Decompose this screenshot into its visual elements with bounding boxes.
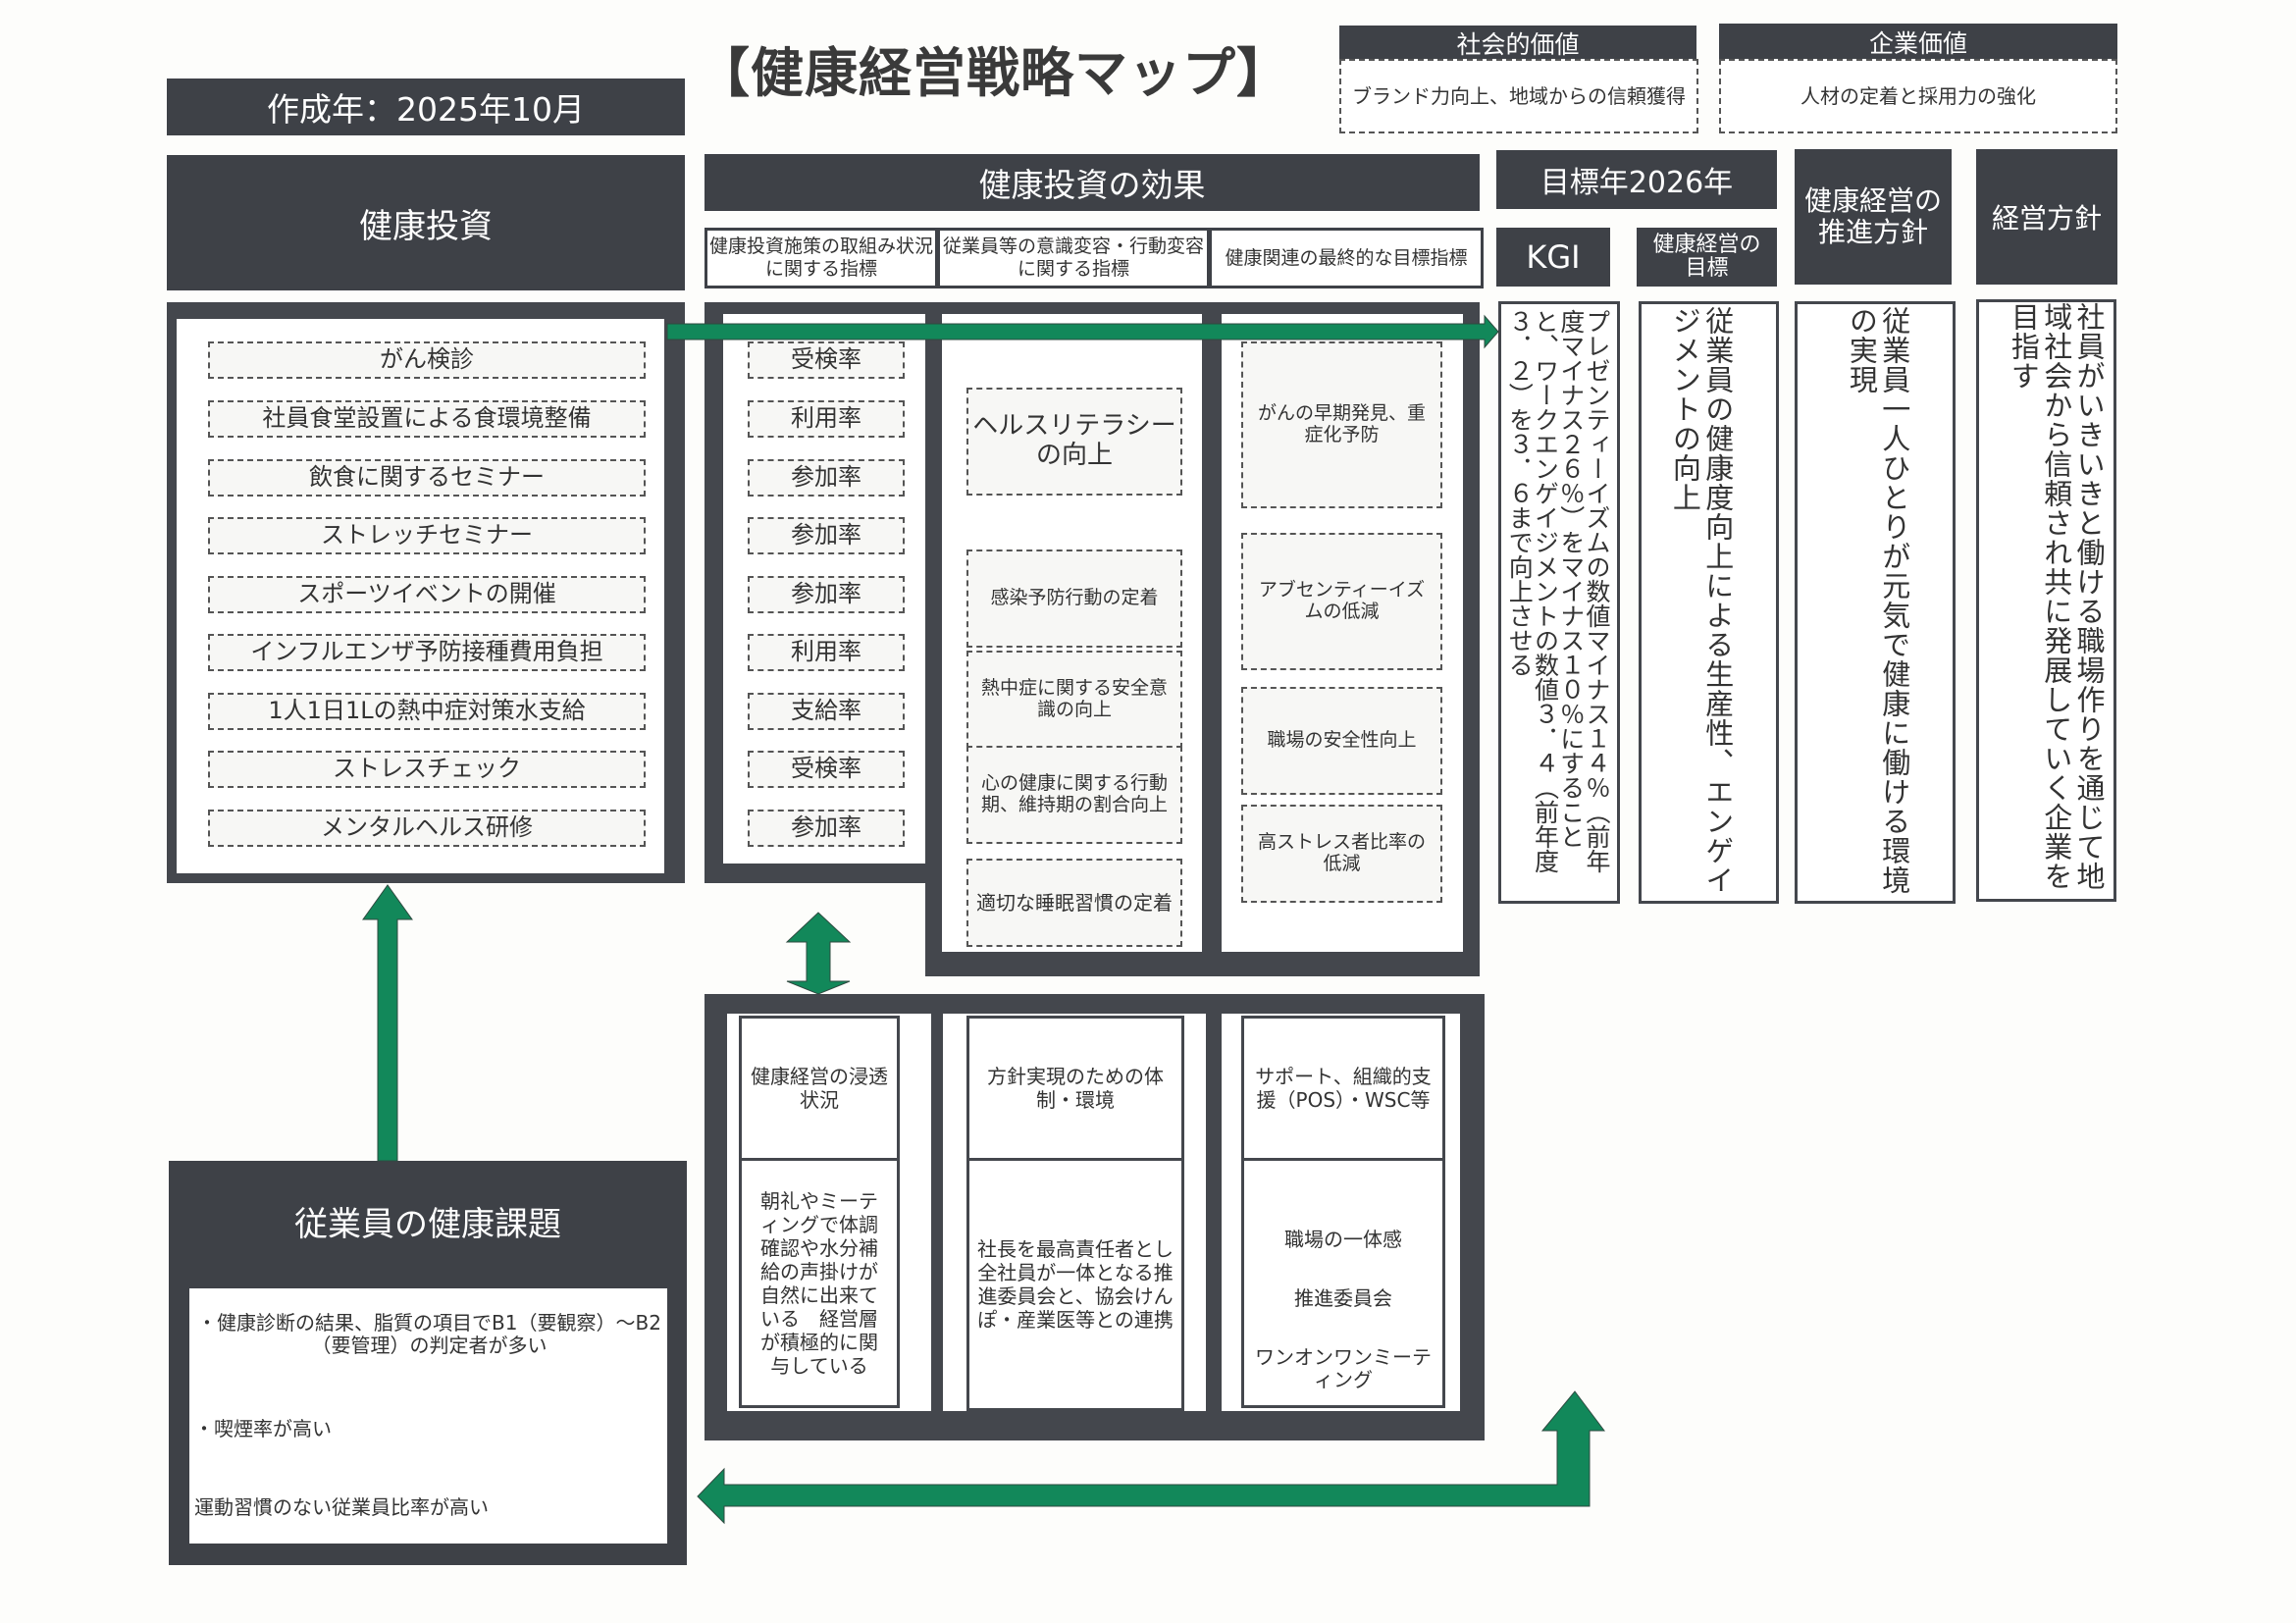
management-policy-text: 社員がいきいきと働ける職場作りを通じて地域社会から信頼され共に発展していく企業を… [2007, 302, 2107, 891]
behavior-indicator: 心の健康に関する行動期、維持期の割合向上 [966, 746, 1182, 844]
foundation-body: 社長を最高責任者とし全社員が一体となる推進委員会と、協会けんぽ・産業医等との連携 [966, 1158, 1184, 1411]
investment-item: ストレスチェック [208, 751, 646, 788]
foundation-item: 職場の一体感 [1284, 1228, 1402, 1251]
effects-sub-header-2: 従業員等の意識変容・行動変容に関する指標 [937, 228, 1210, 288]
final-indicator: 職場の安全性向上 [1241, 687, 1442, 795]
effects-sub-header-3: 健康関連の最終的な目標指標 [1209, 228, 1484, 288]
behavior-indicator: 適切な睡眠習慣の定着 [966, 859, 1182, 947]
kgi-text: プレゼンティーイズムの数値マイナス１４％（前年度マイナス２６％）をマイナス１０％… [1505, 309, 1611, 873]
management-policy-box [1976, 299, 2116, 902]
corporate-value-header: 企業価値 [1719, 24, 2117, 61]
issues-body [189, 1288, 667, 1544]
metric-item: 参加率 [748, 810, 905, 847]
investment-item: 飲食に関するセミナー [208, 459, 646, 497]
corporate-value-text: 人材の定着と採用力の強化 [1719, 59, 2117, 133]
investment-item: 1人1日1Lの熱中症対策水支給 [208, 693, 646, 730]
investment-item: メンタルヘルス研修 [208, 810, 646, 847]
issues-header: 従業員の健康課題 [294, 1205, 561, 1244]
metric-item: 利用率 [748, 400, 905, 438]
behavior-indicator: 熱中症に関する安全意識の向上 [966, 651, 1182, 749]
issue-item: ・喫煙率が高い [194, 1417, 332, 1440]
foundation-item: ワンオンワンミーティング [1255, 1345, 1432, 1391]
issue-item: ・健康診断の結果、脂質の項目でB1（要観察）～B2（要管理）の判定者が多い [197, 1311, 661, 1357]
behavior-indicator: ヘルスリテラシーの向上 [966, 388, 1182, 496]
kgi-header: KGI [1496, 228, 1610, 287]
effects-sub-header-1: 健康投資施策の取組み状況に関する指標 [704, 228, 938, 288]
management-policy-header: 経営方針 [1976, 149, 2117, 285]
promotion-policy-header: 健康経営の推進方針 [1795, 149, 1952, 285]
goal-box [1639, 301, 1779, 904]
behavior-indicator: 感染予防行動の定着 [966, 550, 1182, 648]
foundation-body: 朝礼やミーティングで体調確認や水分補給の声掛けが自然に出来ている 経営層が積極的… [739, 1158, 900, 1408]
promotion-policy-box [1795, 301, 1956, 904]
investment-item: インフルエンザ予防接種費用負担 [208, 634, 646, 671]
metric-item: 参加率 [748, 517, 905, 554]
metric-item: 支給率 [748, 693, 905, 730]
promotion-policy-text: 従業員一人ひとりが元気で健康に働ける環境の実現 [1845, 306, 1911, 895]
foundation-item: 推進委員会 [1294, 1286, 1392, 1310]
final-indicator: 高ストレス者比率の低減 [1241, 805, 1442, 903]
metric-item: 利用率 [748, 634, 905, 671]
page-title: 【健康経営戦略マップ】 [697, 42, 1290, 104]
goal-header: 健康経営の目標 [1637, 228, 1777, 287]
foundation-header: 方針実現のための体制・環境 [966, 1016, 1184, 1161]
social-value-text: ブランド力向上、地域からの信頼獲得 [1339, 59, 1698, 133]
created-date: 作成年：2025年10月 [167, 79, 685, 135]
metric-item: 受検率 [748, 751, 905, 788]
social-value-header: 社会的価値 [1339, 26, 1696, 61]
kgi-box [1498, 301, 1620, 904]
investment-item: ストレッチセミナー [208, 517, 646, 554]
foundation-header: 健康経営の浸透状況 [739, 1016, 900, 1161]
metric-item: 参加率 [748, 459, 905, 497]
metric-item: 参加率 [748, 576, 905, 613]
investment-item: 社員食堂設置による食環境整備 [208, 400, 646, 438]
investment-header: 健康投資 [167, 155, 685, 290]
issue-item: 運動習慣のない従業員比率が高い [194, 1495, 489, 1519]
investment-item: スポーツイベントの開催 [208, 576, 646, 613]
metric-item: 受検率 [748, 341, 905, 379]
final-indicator: アブセンティーイズムの低減 [1241, 533, 1442, 670]
foundation-body-box [1241, 1158, 1445, 1408]
effects-header: 健康投資の効果 [704, 154, 1480, 211]
final-indicator: がんの早期発見、重症化予防 [1241, 341, 1442, 508]
target-year-header: 目標年2026年 [1496, 150, 1777, 209]
foundation-header: サポート、組織的支援（POS）・WSC等 [1241, 1016, 1445, 1161]
goal-text: 従業員の健康度向上による生産性、エンゲイジメントの向上 [1668, 306, 1735, 895]
investment-item: がん検診 [208, 341, 646, 379]
